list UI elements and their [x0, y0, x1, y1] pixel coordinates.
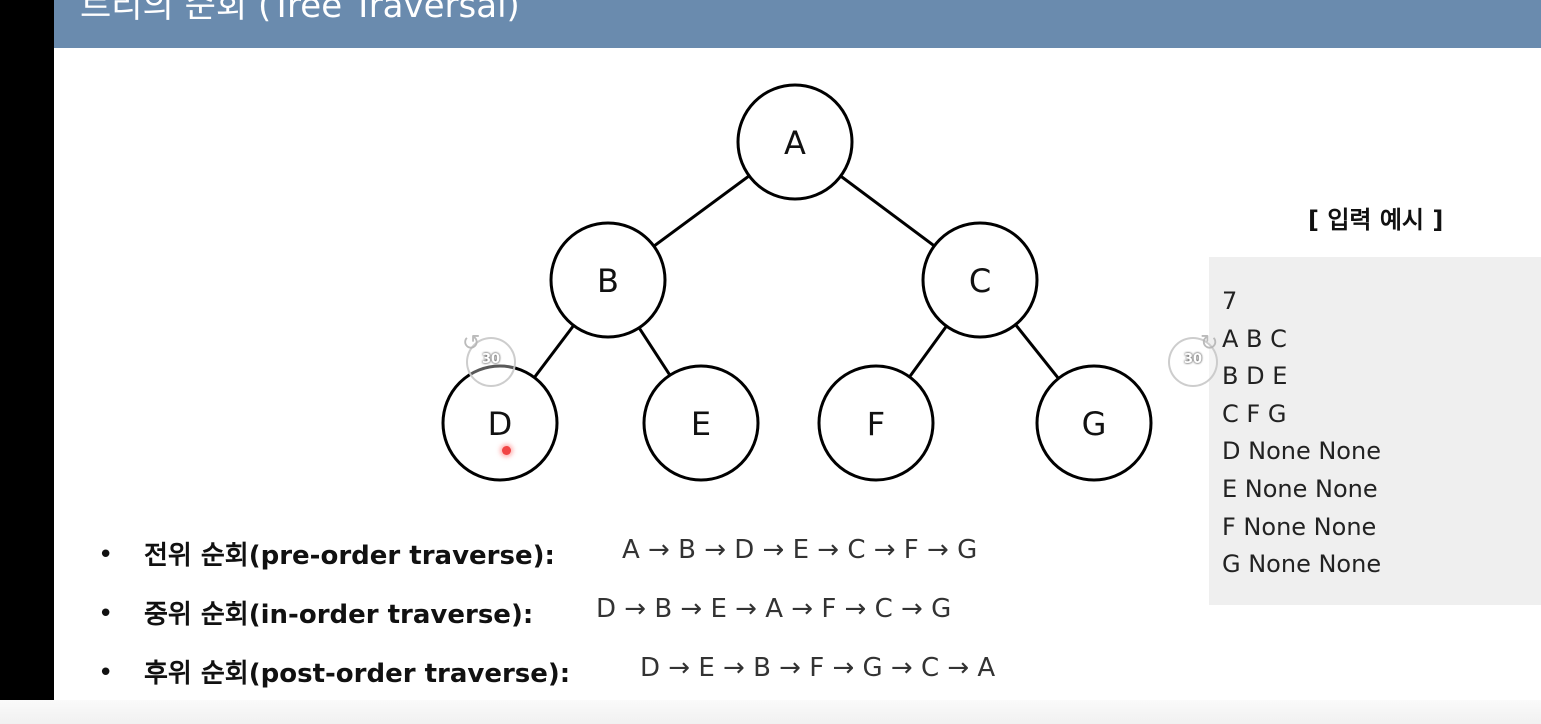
forward-arrow-icon: ↻: [1200, 331, 1219, 356]
input-line: 7: [1222, 287, 1238, 315]
input-line: G None None: [1222, 550, 1382, 579]
tree-node-label-A: A: [784, 124, 806, 162]
input-example-lines: 7 A B C B D E C F G D None None E None None F …: [1222, 283, 1381, 584]
rewind-label: 30: [481, 352, 501, 367]
tree-node-label-E: E: [691, 405, 711, 443]
rewind-arrow-icon: ↺: [462, 331, 481, 356]
input-line: D None None: [1222, 437, 1381, 466]
input-line: E None None: [1222, 474, 1378, 503]
input-example-box: 7 A B C B D E C F G D None None E None None F …: [1209, 257, 1541, 605]
tree-node-label-C: C: [969, 262, 991, 300]
title-bar: 트리의 순회 (Tree Traversal): [54, 0, 1541, 48]
traversal-sequence: A → B → D → E → C → F → G: [622, 535, 978, 565]
tree-node-B: [549, 221, 667, 339]
page-title: 트리의 순회 (Tree Traversal): [80, 0, 520, 26]
tree-nodes: A B C D E F G: [441, 83, 1153, 482]
bullet-icon: •: [98, 599, 114, 629]
pointer-dot-icon: [502, 446, 511, 455]
forward-label: 30: [1183, 352, 1203, 367]
tree-node-label-F: F: [867, 405, 885, 443]
traversal-sequence: D → B → E → A → F → C → G: [596, 594, 952, 624]
tree-node-A: [736, 83, 854, 201]
rewind-30-icon[interactable]: ↺ 30: [462, 331, 516, 387]
bullet-icon: •: [98, 658, 114, 688]
input-line: F None None: [1222, 512, 1377, 541]
tree-node-G: [1035, 364, 1153, 482]
left-dark-margin: [0, 0, 54, 724]
bullet-icon: •: [98, 540, 114, 570]
tree-node-label-D: D: [488, 405, 513, 443]
traversal-label: 후위 순회(post-order traverse):: [144, 659, 571, 689]
input-line: B D E: [1222, 362, 1288, 391]
tree-node-label-G: G: [1082, 405, 1107, 443]
traversal-label: 중위 순회(in-order traverse):: [144, 600, 534, 630]
traversal-label: 전위 순회(pre-order traverse):: [144, 541, 555, 571]
tree-node-C: [921, 221, 1039, 339]
traversal-sequence: D → E → B → F → G → C → A: [640, 653, 996, 683]
tree-node-E: [642, 364, 760, 482]
input-line: C F G: [1222, 399, 1287, 428]
input-example-title: [ 입력 예시 ]: [1308, 206, 1444, 234]
tree-node-label-B: B: [597, 262, 619, 300]
input-line: A B C: [1222, 324, 1287, 353]
bottom-strip: [0, 700, 1541, 724]
tree-node-F: [817, 364, 935, 482]
forward-30-icon[interactable]: ↻ 30: [1168, 331, 1218, 387]
